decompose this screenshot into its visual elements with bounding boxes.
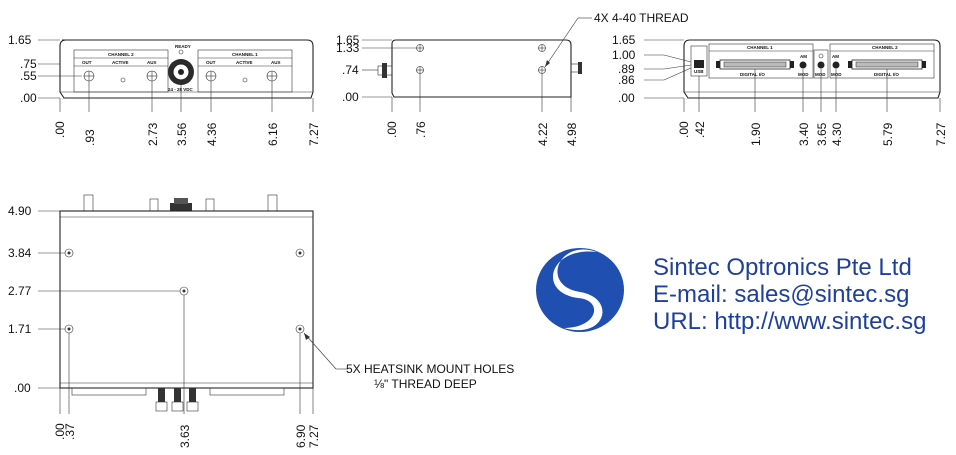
side-thread-note: 4X 4-40 THREAD xyxy=(544,11,689,68)
rear-channel1-panel: CHANNEL 1 DIGITAL I/O AM MOD xyxy=(708,43,814,79)
bottom-x-label: .37 xyxy=(63,423,77,440)
front-ready-label: READY xyxy=(175,44,191,49)
bottom-x-label: 6.90 xyxy=(294,424,308,448)
front-ch2-aux-label: AUX xyxy=(147,60,157,65)
rear-ch2-digital-label: DIGITAL I/O xyxy=(874,72,899,77)
front-x-label: .00 xyxy=(53,121,67,138)
bottom-y-label: 2.77 xyxy=(8,284,32,298)
bottom-x-dimensions: .00 .37 3.63 6.90 7.27 xyxy=(53,295,321,448)
front-y-label: .00 xyxy=(20,91,37,105)
rear-x-dimensions: .00 .42 1.90 3.40 3.65 4.30 5.79 7.27 xyxy=(677,69,948,146)
company-url: URL: http://www.sintec.sg xyxy=(653,308,926,335)
rear-channel2-panel: CHANNEL 2 AM MOD DIGITAL I/O xyxy=(829,43,935,79)
rear-ch2-mod-label: MOD xyxy=(831,72,842,77)
rear-usb-label: USB xyxy=(694,69,704,74)
rear-x-label: 3.65 xyxy=(815,122,829,146)
rear-enclosure xyxy=(683,39,941,99)
holes-note-line2: ⅛" THREAD DEEP xyxy=(374,377,477,391)
front-x-label: 7.27 xyxy=(307,122,321,146)
bottom-y-label: 1.71 xyxy=(8,322,32,336)
side-y-label: 1.33 xyxy=(336,41,360,55)
front-ch1-active-label: ACTIVE xyxy=(236,60,253,65)
rear-x-label: .00 xyxy=(677,121,691,138)
rear-ch1-am-label: AM xyxy=(800,54,807,59)
front-ch2-label: CHANNEL 2 xyxy=(108,52,134,57)
bottom-view: 4.90 3.84 2.77 1.71 .00 5X HEATSINK MOUN… xyxy=(8,194,514,448)
bottom-x-label: 3.63 xyxy=(178,424,192,448)
bottom-holes-note: 5X HEATSINK MOUNT HOLES ⅛" THREAD DEEP xyxy=(303,332,514,391)
front-view: 1.65 .75 .55 .00 CHANNEL 2 OUT ACTIVE AU… xyxy=(8,33,321,146)
front-y-label: 1.65 xyxy=(8,33,32,47)
company-block: Sintec Optronics Pte Ltd E-mail: sales@s… xyxy=(536,248,926,335)
bottom-x-label: 7.27 xyxy=(307,424,321,448)
rear-mid-mod-label: MOD xyxy=(815,72,826,77)
rear-view: USB CHANNEL 1 DIGITAL I/O AM MOD MOD CHA… xyxy=(612,33,948,146)
bottom-y-label: 4.90 xyxy=(8,204,32,218)
side-x-dimensions: .00 .76 4.22 4.98 xyxy=(385,74,579,146)
rear-x-label: 3.40 xyxy=(797,122,811,146)
rear-x-label: 7.27 xyxy=(934,122,948,146)
rear-y-label: .86 xyxy=(618,73,635,87)
rear-ch1-digital-label: DIGITAL I/O xyxy=(740,72,765,77)
company-email: E-mail: sales@sintec.sg xyxy=(653,281,909,308)
side-x-label: .76 xyxy=(414,121,428,138)
side-y-dimensions: 1.65 1.33 .74 .00 xyxy=(336,33,416,104)
rear-ch2-label: CHANNEL 2 xyxy=(872,45,898,50)
side-enclosure xyxy=(391,39,572,98)
bottom-y-dimensions: 4.90 3.84 2.77 1.71 .00 xyxy=(8,204,180,395)
bottom-x-label: .00 xyxy=(53,423,67,440)
side-x-label: 4.22 xyxy=(536,122,550,146)
front-y-label: .75 xyxy=(20,57,37,71)
side-x-label: 4.98 xyxy=(565,122,579,146)
front-enclosure xyxy=(59,39,314,99)
front-x-dimensions: .00 .93 2.73 3.56 4.36 6.16 7.27 xyxy=(53,81,321,146)
front-ch1-aux-label: AUX xyxy=(271,60,281,65)
side-x-label: .00 xyxy=(385,121,399,138)
front-x-label: 3.56 xyxy=(175,122,189,146)
side-view: 1.65 1.33 .74 .00 4X 4-40 THREAD .00 .76… xyxy=(336,11,689,146)
front-x-label: 4.36 xyxy=(205,122,219,146)
rear-ch2-am-label: AM xyxy=(832,54,839,59)
side-y-label: 1.65 xyxy=(336,33,360,47)
front-y-dimensions: 1.65 .75 .55 .00 xyxy=(8,33,82,105)
front-ch2-active-label: ACTIVE xyxy=(112,60,129,65)
rear-x-label: 5.79 xyxy=(881,122,895,146)
holes-note-line1: 5X HEATSINK MOUNT HOLES xyxy=(346,362,514,376)
front-channel2-panel: CHANNEL 2 OUT ACTIVE AUX xyxy=(73,49,169,93)
rear-x-label: 4.30 xyxy=(830,122,844,146)
rear-x-label: .42 xyxy=(693,121,707,138)
front-x-label: 2.73 xyxy=(146,122,160,146)
rear-x-label: 1.90 xyxy=(749,122,763,146)
front-channel1-panel: CHANNEL 1 OUT ACTIVE AUX xyxy=(197,49,293,93)
rear-y-label: 1.65 xyxy=(612,33,636,47)
side-holes xyxy=(416,44,546,74)
front-x-label: .93 xyxy=(83,129,97,146)
bottom-enclosure xyxy=(59,210,314,389)
bottom-y-label: 3.84 xyxy=(8,246,32,260)
thread-note: 4X 4-40 THREAD xyxy=(594,11,689,25)
side-y-label: .74 xyxy=(342,63,359,77)
front-ch1-out-label: OUT xyxy=(206,60,216,65)
company-logo xyxy=(536,248,624,332)
company-name: Sintec Optronics Pte Ltd xyxy=(653,254,912,281)
rear-y-dimensions: 1.65 1.00 .89 .86 .00 xyxy=(612,33,692,105)
rear-y-label: .89 xyxy=(618,62,635,76)
side-y-label: .00 xyxy=(342,90,359,104)
bottom-y-label: .00 xyxy=(14,381,31,395)
front-power-connector: READY 24 - 28 VDC xyxy=(168,44,194,92)
rear-ch1-mod-label: MOD xyxy=(798,72,809,77)
front-ch1-label: CHANNEL 1 xyxy=(232,52,258,57)
rear-y-label: .00 xyxy=(618,91,635,105)
front-ch2-out-label: OUT xyxy=(82,60,92,65)
front-y-label: .55 xyxy=(20,69,37,83)
front-x-label: 6.16 xyxy=(266,122,280,146)
rear-y-label: 1.00 xyxy=(612,48,636,62)
rear-ch1-label: CHANNEL 1 xyxy=(747,45,773,50)
